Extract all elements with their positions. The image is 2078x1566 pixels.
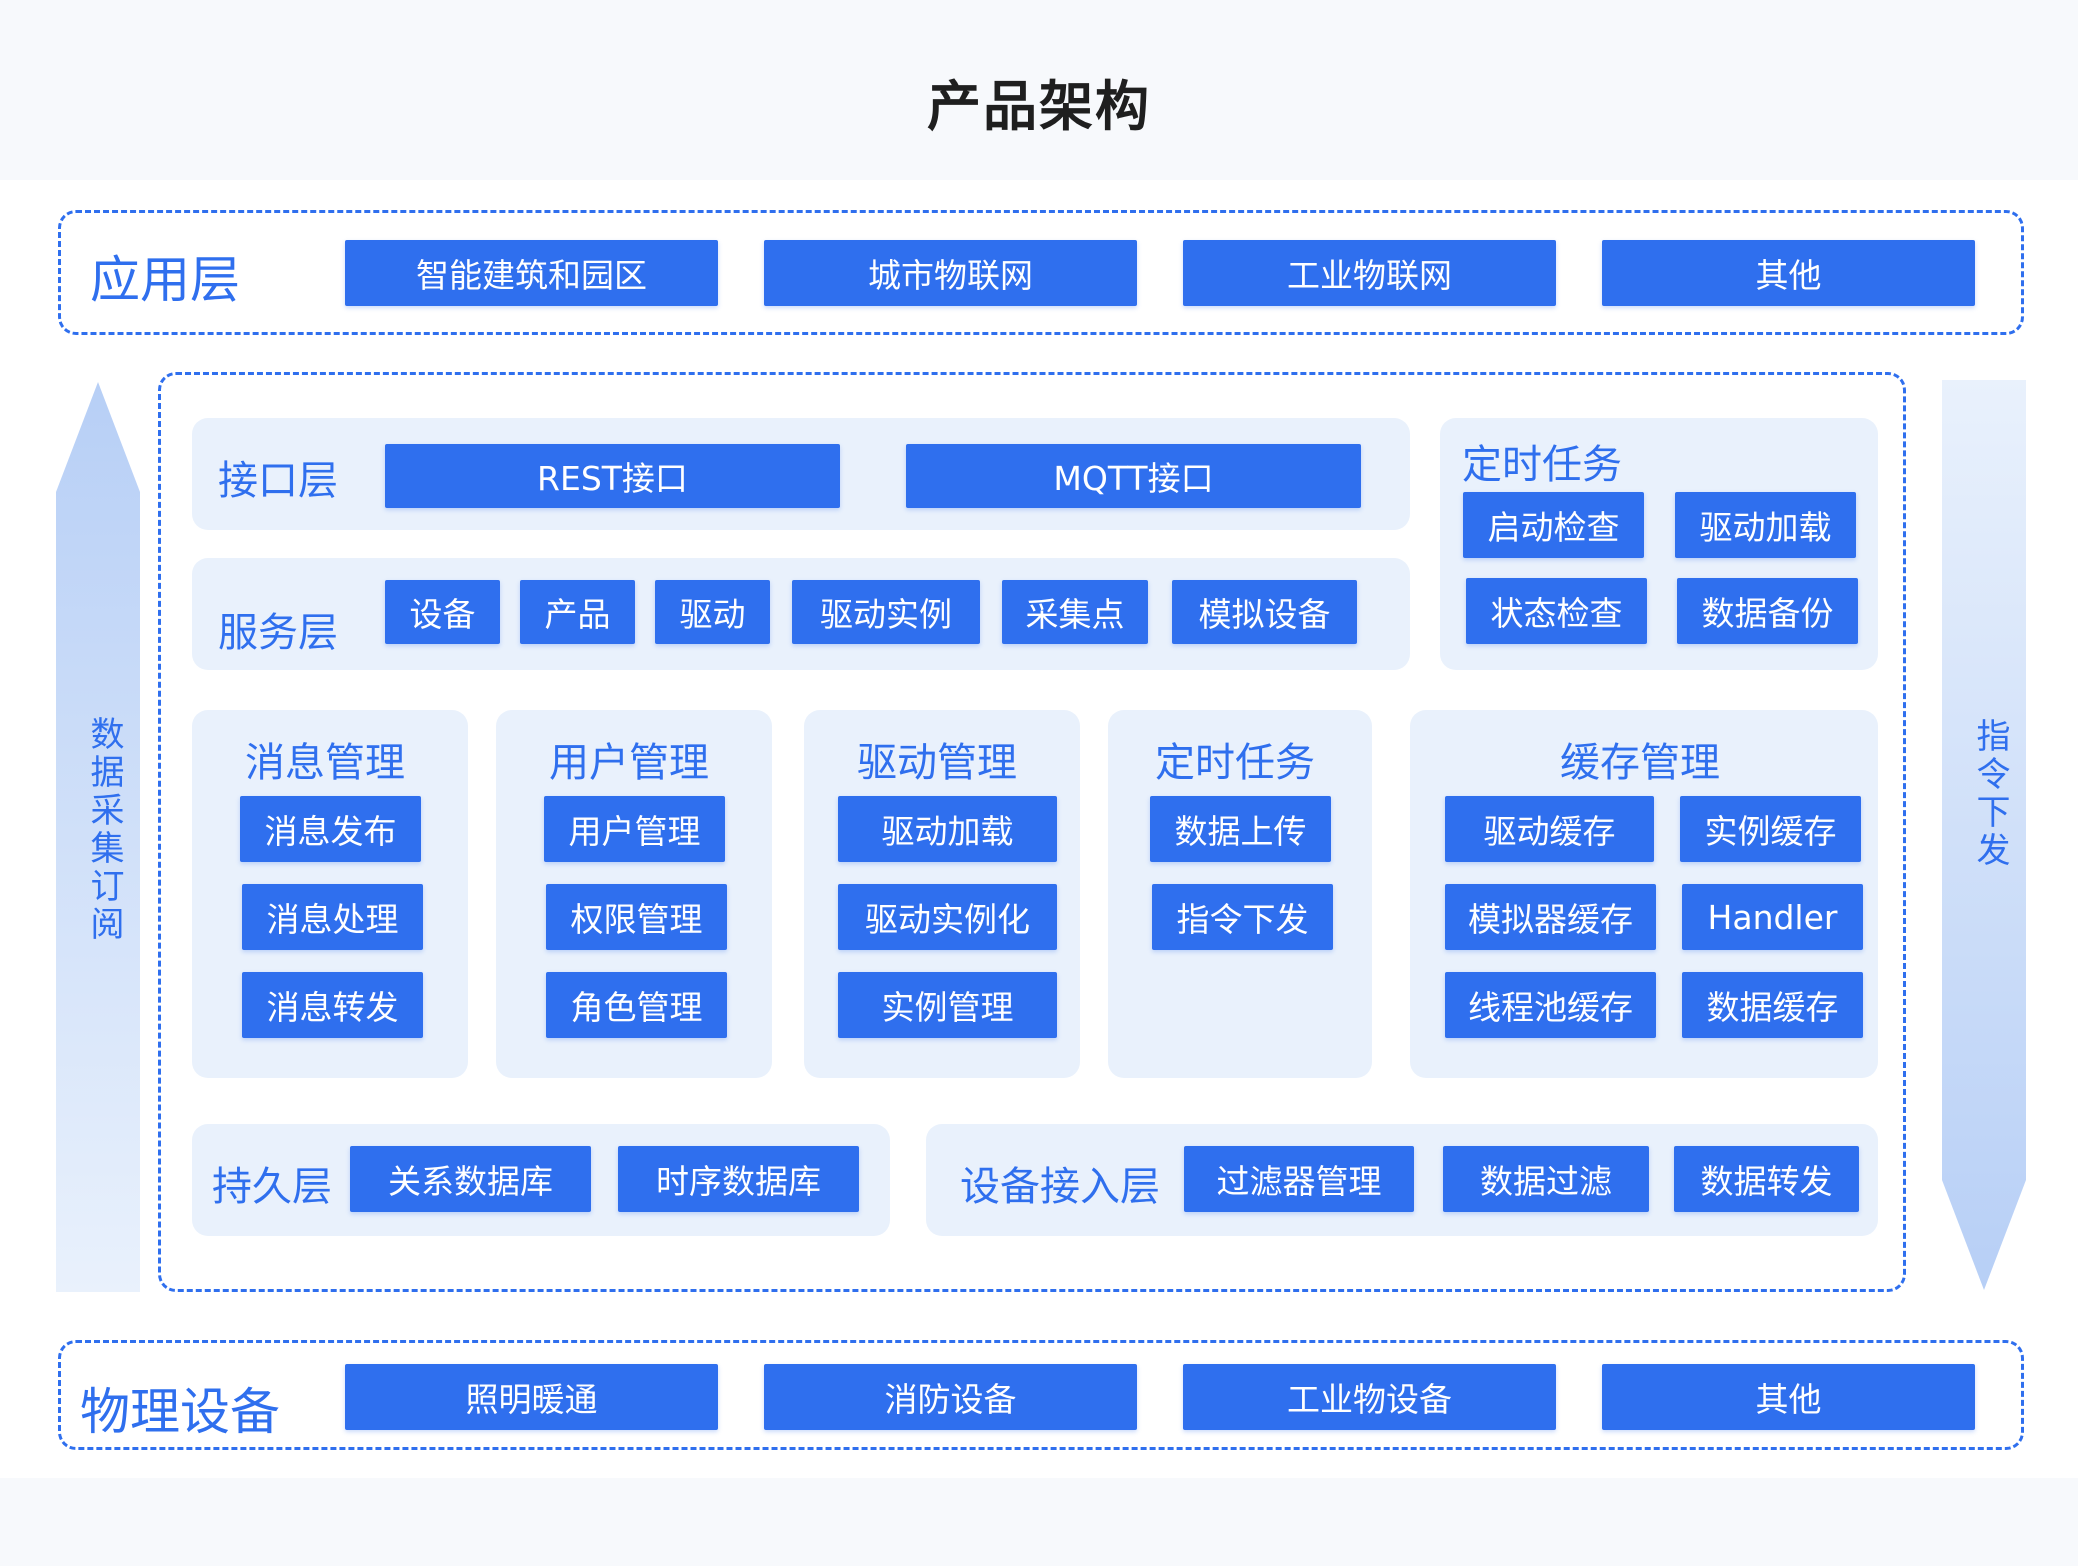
service-driver-button[interactable]: 驱动 xyxy=(655,580,770,644)
message-publish-button[interactable]: 消息发布 xyxy=(240,796,421,862)
data-subscription-label: 数据采集订阅 xyxy=(84,716,124,944)
instance-cache-button[interactable]: 实例缓存 xyxy=(1680,796,1861,862)
application-layer-label: 应用层 xyxy=(90,251,240,309)
driver-instantiate-button[interactable]: 驱动实例化 xyxy=(838,884,1057,950)
service-driver-instance-button[interactable]: 驱动实例 xyxy=(792,580,980,644)
page-title: 产品架构 xyxy=(927,75,1151,138)
application-layer-frame xyxy=(58,210,2024,335)
service-collect-point-button[interactable]: 采集点 xyxy=(1002,580,1148,644)
message-mgmt-label: 消息管理 xyxy=(245,740,405,786)
app-item-industrial-iot[interactable]: 工业物联网 xyxy=(1183,240,1556,306)
service-virtual-device-button[interactable]: 模拟设备 xyxy=(1172,580,1357,644)
persistence-layer-label: 持久层 xyxy=(212,1164,332,1210)
physical-layer-frame xyxy=(58,1340,2024,1450)
timeseries-db-button[interactable]: 时序数据库 xyxy=(618,1146,859,1212)
user-mgmt-label: 用户管理 xyxy=(549,740,709,786)
service-product-button[interactable]: 产品 xyxy=(520,580,635,644)
footer-band xyxy=(0,1478,2078,1566)
app-item-smart-building[interactable]: 智能建筑和园区 xyxy=(345,240,718,306)
driver-load-button[interactable]: 驱动加载 xyxy=(838,796,1057,862)
thread-pool-cache-button[interactable]: 线程池缓存 xyxy=(1445,972,1656,1038)
scheduled-tasks-label-mid: 定时任务 xyxy=(1155,740,1315,786)
scheduled-tasks-label-top: 定时任务 xyxy=(1462,442,1622,488)
data-upload-button[interactable]: 数据上传 xyxy=(1150,796,1331,862)
startup-check-button[interactable]: 启动检查 xyxy=(1463,492,1644,558)
physical-item-fire-equipment[interactable]: 消防设备 xyxy=(764,1364,1137,1430)
instance-mgmt-button[interactable]: 实例管理 xyxy=(838,972,1057,1038)
rest-api-button[interactable]: REST接口 xyxy=(385,444,840,508)
platform-frame xyxy=(158,372,1906,1292)
data-filter-button[interactable]: 数据过滤 xyxy=(1443,1146,1649,1212)
command-dispatch-button[interactable]: 指令下发 xyxy=(1152,884,1333,950)
interface-layer-label: 接口层 xyxy=(218,458,338,504)
command-dispatch-arrow-icon xyxy=(1942,380,2026,1290)
service-layer-label: 服务层 xyxy=(218,610,338,656)
user-mgmt-button[interactable]: 用户管理 xyxy=(544,796,725,862)
message-process-button[interactable]: 消息处理 xyxy=(242,884,423,950)
status-check-button[interactable]: 状态检查 xyxy=(1466,578,1647,644)
physical-layer-label: 物理设备 xyxy=(80,1383,280,1441)
data-subscription-arrow-icon xyxy=(56,382,140,1292)
command-dispatch-label: 指令下发 xyxy=(1970,718,2010,870)
physical-item-lighting-hvac[interactable]: 照明暖通 xyxy=(345,1364,718,1430)
message-forward-button[interactable]: 消息转发 xyxy=(242,972,423,1038)
driver-cache-button[interactable]: 驱动缓存 xyxy=(1445,796,1654,862)
simulator-cache-button[interactable]: 模拟器缓存 xyxy=(1445,884,1656,950)
driver-load-button-top[interactable]: 驱动加载 xyxy=(1675,492,1856,558)
app-item-other[interactable]: 其他 xyxy=(1602,240,1975,306)
data-backup-button[interactable]: 数据备份 xyxy=(1677,578,1858,644)
permission-mgmt-button[interactable]: 权限管理 xyxy=(546,884,727,950)
header-band xyxy=(0,0,2078,180)
data-cache-button[interactable]: 数据缓存 xyxy=(1682,972,1863,1038)
app-item-city-iot[interactable]: 城市物联网 xyxy=(764,240,1137,306)
driver-mgmt-label: 驱动管理 xyxy=(857,740,1017,786)
service-device-button[interactable]: 设备 xyxy=(385,580,500,644)
cache-mgmt-label: 缓存管理 xyxy=(1560,740,1720,786)
access-layer-label: 设备接入层 xyxy=(960,1164,1160,1210)
physical-item-industrial-equipment[interactable]: 工业物设备 xyxy=(1183,1364,1556,1430)
physical-item-other[interactable]: 其他 xyxy=(1602,1364,1975,1430)
mqtt-api-button[interactable]: MQTT接口 xyxy=(906,444,1361,508)
relational-db-button[interactable]: 关系数据库 xyxy=(350,1146,591,1212)
handler-button[interactable]: Handler xyxy=(1682,884,1863,950)
filter-mgmt-button[interactable]: 过滤器管理 xyxy=(1184,1146,1414,1212)
data-forward-button[interactable]: 数据转发 xyxy=(1674,1146,1859,1212)
role-mgmt-button[interactable]: 角色管理 xyxy=(546,972,727,1038)
